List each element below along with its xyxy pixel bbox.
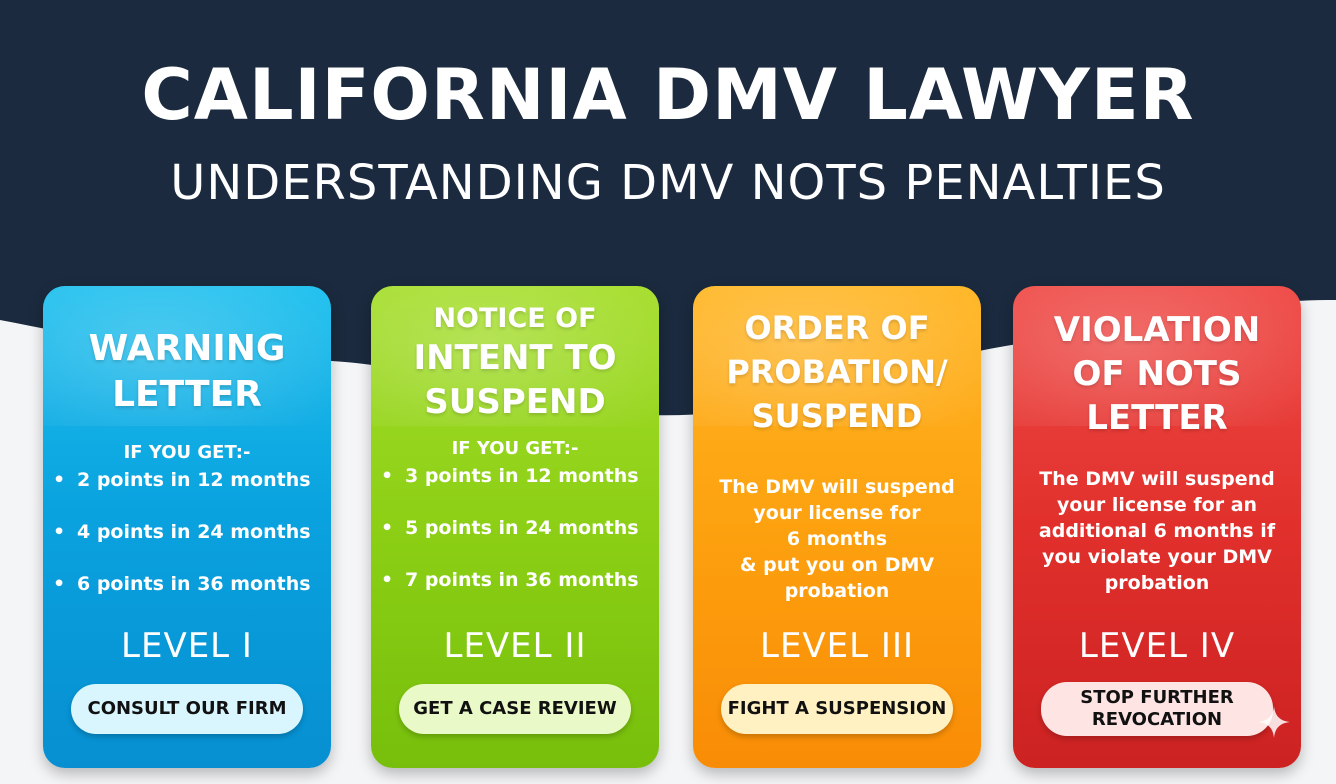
card-title: WARNING LETTER xyxy=(43,326,331,418)
card-title-line: WARNING xyxy=(88,328,286,369)
level-label: LEVEL II xyxy=(443,626,587,666)
list-item: 2 points in 12 months xyxy=(53,466,323,494)
description-line: The DMV will suspend xyxy=(1039,468,1275,490)
if-you-get-label: IF YOU GET:- xyxy=(123,442,251,463)
description-line: additional 6 months if xyxy=(1038,520,1276,542)
description-line: probation xyxy=(784,580,890,602)
page-subtitle: UNDERSTANDING DMV NOTS PENALTIES xyxy=(170,155,1166,211)
card-notice-of-intent: NOTICE OF INTENT TO SUSPEND IF YOU GET:-… xyxy=(371,286,659,768)
list-item: 5 points in 24 months xyxy=(381,514,651,542)
description-line: your license for an xyxy=(1056,494,1258,516)
get-a-case-review-button[interactable]: GET A CASE REVIEW xyxy=(399,684,631,734)
fight-a-suspension-button[interactable]: FIGHT A SUSPENSION xyxy=(721,684,953,734)
button-label-line: STOP FURTHER xyxy=(1080,687,1234,708)
card-title-line: ORDER OF xyxy=(744,309,930,347)
card-title-line: NOTICE OF xyxy=(433,303,597,334)
sparkle-icon xyxy=(1258,706,1290,738)
card-title-line: PROBATION/ xyxy=(726,353,948,391)
card-title: ORDER OF PROBATION/ SUSPEND xyxy=(693,306,981,438)
card-title: VIOLATION OF NOTS LETTER xyxy=(1013,308,1301,440)
card-title-line: INTENT TO xyxy=(413,338,617,378)
card-description: The DMV will suspend your license for 6 … xyxy=(707,474,967,604)
points-list: 3 points in 12 months 5 points in 24 mon… xyxy=(381,462,651,618)
card-title: NOTICE OF INTENT TO SUSPEND xyxy=(371,302,659,424)
list-item: 6 points in 36 months xyxy=(53,570,323,598)
level-label: LEVEL IV xyxy=(1078,626,1236,666)
if-you-get-label: IF YOU GET:- xyxy=(451,438,579,459)
description-line: you violate your DMV xyxy=(1042,546,1272,568)
level-label: LEVEL I xyxy=(121,626,253,666)
description-line: your license for xyxy=(753,502,921,524)
card-violation-of-nots: VIOLATION OF NOTS LETTER The DMV will su… xyxy=(1013,286,1301,768)
button-label-line: REVOCATION xyxy=(1091,709,1223,730)
description-line: 6 months xyxy=(786,528,888,550)
card-order-of-probation: ORDER OF PROBATION/ SUSPEND The DMV will… xyxy=(693,286,981,768)
page-title: CALIFORNIA DMV LAWYER xyxy=(141,54,1195,136)
card-title-line: LETTER xyxy=(112,374,262,415)
stop-further-revocation-button[interactable]: STOP FURTHER REVOCATION xyxy=(1041,682,1273,736)
card-title-line: LETTER xyxy=(1086,398,1228,438)
card-title-line: SUSPEND xyxy=(424,382,606,422)
level-label: LEVEL III xyxy=(760,626,914,666)
card-warning-letter: WARNING LETTER IF YOU GET:- 2 points in … xyxy=(43,286,331,768)
card-description: The DMV will suspend your license for an… xyxy=(1027,466,1287,596)
list-item: 4 points in 24 months xyxy=(53,518,323,546)
description-line: The DMV will suspend xyxy=(719,476,955,498)
card-title-line: SUSPEND xyxy=(751,397,923,435)
list-item: 7 points in 36 months xyxy=(381,566,651,594)
consult-our-firm-button[interactable]: CONSULT OUR FIRM xyxy=(71,684,303,734)
points-list: 2 points in 12 months 4 points in 24 mon… xyxy=(53,466,323,622)
card-title-line: OF NOTS xyxy=(1072,354,1242,394)
card-title-line: VIOLATION xyxy=(1053,310,1261,350)
description-line: & put you on DMV xyxy=(739,554,935,576)
list-item: 3 points in 12 months xyxy=(381,462,651,490)
description-line: probation xyxy=(1104,572,1210,594)
